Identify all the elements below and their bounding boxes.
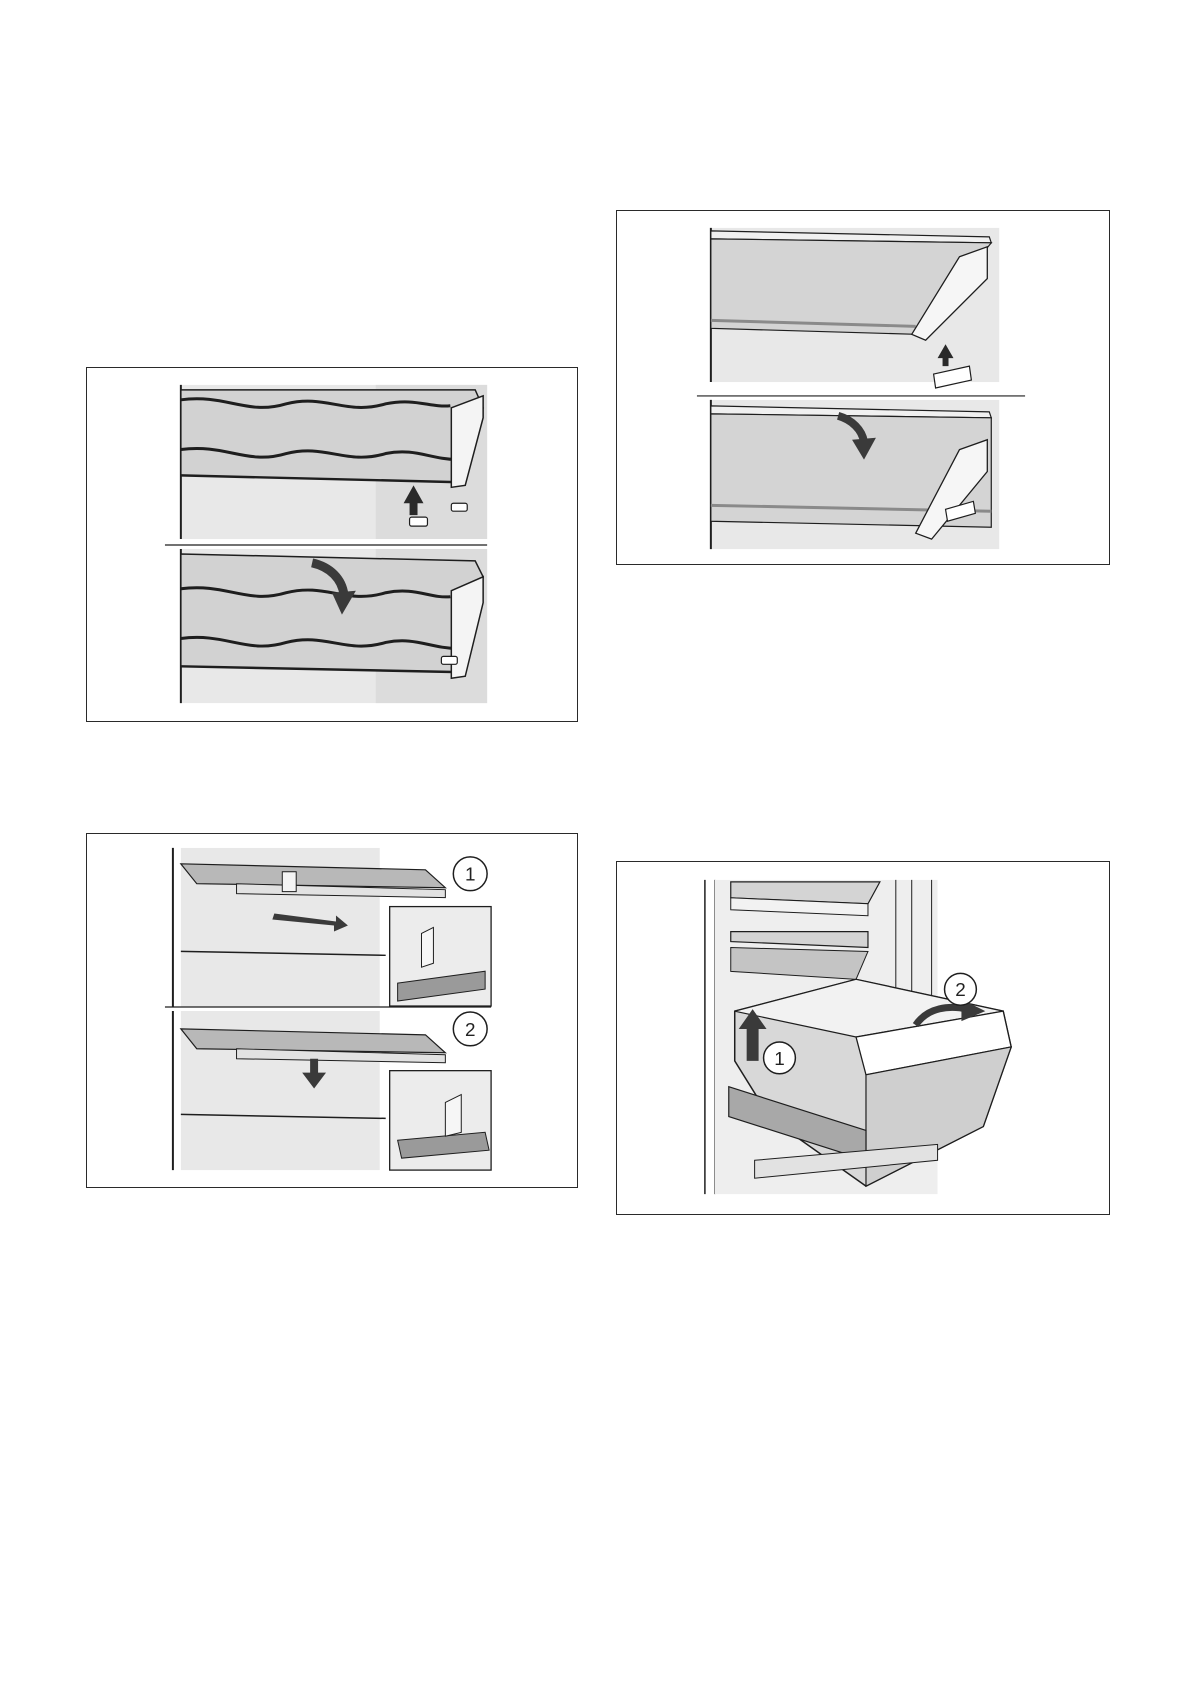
glass-shelf-panel-top: 1 bbox=[173, 848, 491, 1007]
wine-shelf-illustration bbox=[87, 368, 577, 721]
glass-shelf-illustration: 1 2 bbox=[87, 834, 577, 1187]
drawer-illustration: 1 2 bbox=[617, 862, 1109, 1214]
door-shelf-panel-bottom bbox=[711, 400, 999, 549]
figure-glass-shelf: 1 2 bbox=[86, 833, 578, 1188]
wine-shelf-panel-bottom bbox=[181, 549, 487, 703]
door-shelf-illustration bbox=[617, 211, 1109, 564]
glass-shelf-panel-bottom: 2 bbox=[173, 1011, 491, 1170]
drawer-callout-1: 1 bbox=[774, 1049, 785, 1070]
drawer-callout-2: 2 bbox=[955, 980, 966, 1001]
figure-wine-shelf bbox=[86, 367, 578, 722]
callout-1: 1 bbox=[465, 865, 476, 886]
figure-drawer: 1 2 bbox=[616, 861, 1110, 1215]
callout-2: 2 bbox=[465, 1020, 476, 1041]
door-shelf-panel-top bbox=[711, 228, 999, 388]
figure-door-shelf bbox=[616, 210, 1110, 565]
wine-shelf-panel-top bbox=[181, 385, 487, 539]
